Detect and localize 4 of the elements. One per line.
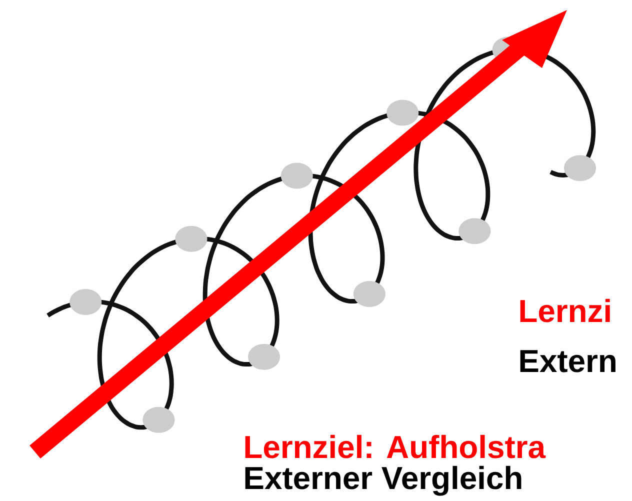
text-label: Lernzi bbox=[520, 298, 610, 322]
text-label: Lernziel: Aufholstra bbox=[245, 434, 546, 458]
text-label: Extern bbox=[520, 350, 616, 372]
text-label: Externer Vergleich bbox=[245, 466, 522, 496]
